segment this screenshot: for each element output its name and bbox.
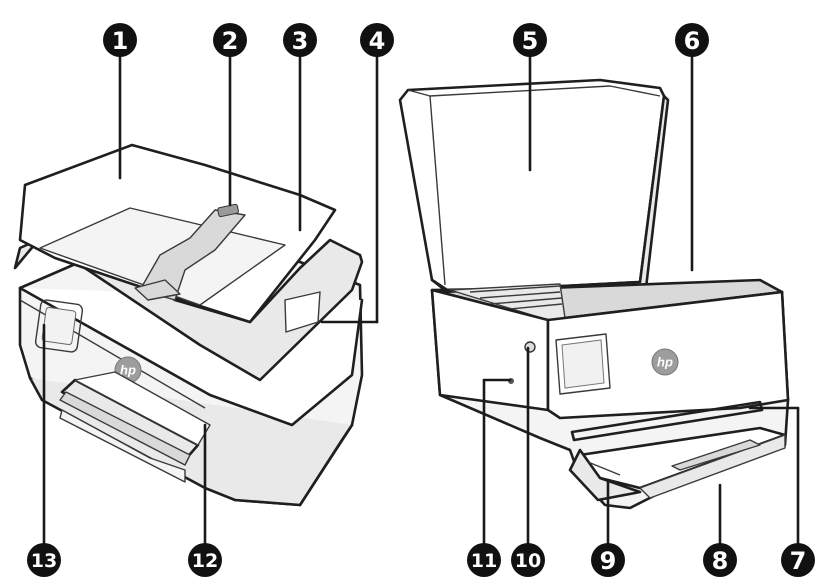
callout-3-label: 3 [292, 27, 309, 55]
power-button[interactable] [524, 341, 536, 353]
callout-2: 2 [213, 23, 247, 57]
callout-2-label: 2 [222, 27, 239, 55]
right-hp-logo: hp [651, 348, 679, 376]
callout-5-label: 5 [522, 27, 539, 55]
callout-4: 4 [360, 23, 394, 57]
output-slot [570, 400, 764, 442]
callout-3: 3 [283, 23, 317, 57]
input-tray [568, 448, 642, 502]
callout-12: 12 [188, 543, 222, 577]
callout-4-label: 4 [369, 27, 386, 55]
callout-10: 10 [511, 543, 545, 577]
callout-9-label: 9 [600, 547, 617, 575]
scanner-lid [398, 78, 666, 294]
callout-10-label: 10 [515, 550, 541, 572]
left-control-panel [34, 299, 84, 353]
document-feeder-paper-guide [139, 209, 246, 301]
left-printer: hp [13, 143, 364, 507]
callout-7: 7 [781, 543, 815, 577]
left-paper-tray [59, 409, 186, 483]
right-hp-logo-text: hp [657, 355, 673, 370]
callout-1-label: 1 [112, 27, 129, 55]
callout-9: 9 [591, 543, 625, 577]
left-hp-logo-text: hp [120, 363, 136, 378]
callout-6: 6 [675, 23, 709, 57]
callout-12-label: 12 [192, 550, 218, 572]
leader-lines [42, 53, 800, 547]
callout-8-label: 8 [712, 547, 729, 575]
callout-11-label: 11 [471, 550, 497, 572]
callout-5: 5 [513, 23, 547, 57]
right-printer: hp [398, 78, 790, 510]
callout-13: 13 [27, 543, 61, 577]
callout-1: 1 [103, 23, 137, 57]
callout-7-label: 7 [790, 547, 807, 575]
callout-11: 11 [467, 543, 501, 577]
callout-6-label: 6 [684, 27, 701, 55]
document-feeder-guide-tab [217, 203, 239, 218]
callout-13-label: 13 [31, 550, 57, 572]
left-side-panel [284, 291, 321, 333]
callout-8: 8 [703, 543, 737, 577]
